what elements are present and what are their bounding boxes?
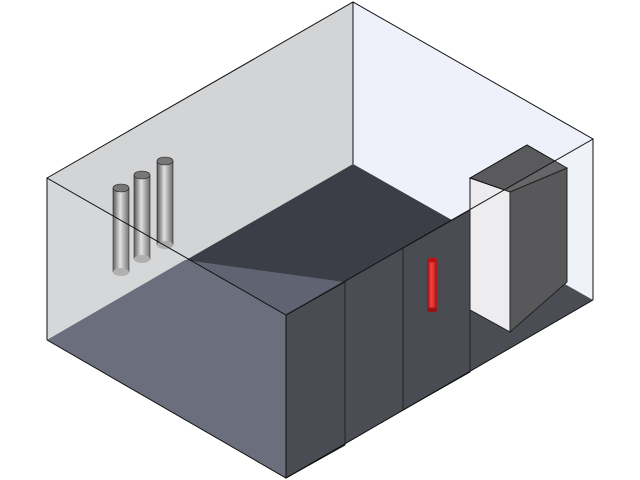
front-wall-right	[286, 139, 593, 478]
front-wall-left	[47, 178, 286, 478]
room-edges	[45, 1, 595, 479]
red-cylinder	[427, 257, 437, 313]
floor-lit-area	[47, 260, 345, 478]
cabinet	[468, 144, 569, 334]
gray-cylinders	[112, 156, 174, 276]
